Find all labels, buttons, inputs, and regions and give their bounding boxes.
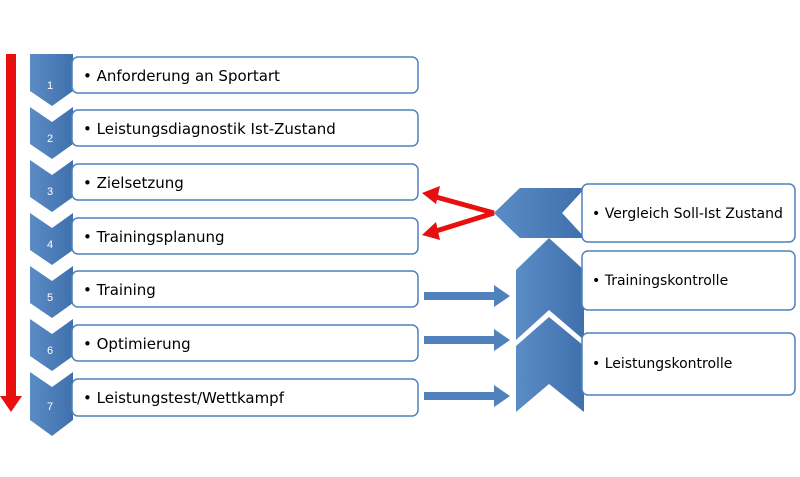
- step-number: 7: [47, 401, 53, 413]
- step-chevron: [30, 372, 73, 436]
- step-1: 1 • Anforderung an Sportart: [30, 54, 419, 106]
- blue-arrow-training: [424, 285, 510, 307]
- red-down-arrow: [0, 54, 22, 412]
- step-box: [71, 109, 419, 147]
- blue-arrow-wettkampf: [424, 385, 510, 407]
- up-chevron-bottom: [516, 317, 584, 412]
- step-6: 6 • Optimierung: [30, 319, 419, 371]
- step-number: 1: [47, 80, 53, 92]
- step-number: 2: [47, 133, 53, 145]
- step-5: 5 • Training: [30, 266, 419, 318]
- step-3: 3 • Zielsetzung: [30, 160, 419, 212]
- step-box: [71, 378, 419, 417]
- step-label: • Leistungstest/Wettkampf: [83, 389, 285, 407]
- step-chevron: [30, 213, 73, 265]
- step-chevron: [30, 160, 73, 212]
- side-box-label: • Trainingskontrolle: [592, 273, 728, 289]
- step-box: [71, 217, 419, 255]
- side-box-vergleich: • Vergleich Soll-Ist Zustand: [581, 183, 796, 243]
- step-box: [71, 270, 419, 308]
- step-number: 3: [47, 186, 53, 198]
- step-label: • Anforderung an Sportart: [83, 67, 280, 85]
- step-chevron: [30, 319, 73, 371]
- step-number: 5: [47, 292, 53, 304]
- step-list: 1 • Anforderung an Sportart 2 • Leistung…: [30, 54, 419, 436]
- step-4: 4 • Trainingsplanung: [30, 213, 419, 265]
- step-label: • Zielsetzung: [83, 174, 184, 192]
- side-box-label: • Vergleich Soll-Ist Zustand: [592, 206, 783, 222]
- step-label: • Leistungsdiagnostik Ist-Zustand: [83, 120, 336, 138]
- up-chevron-top: [516, 238, 584, 340]
- side-box-trainingskontrolle: • Trainingskontrolle: [581, 250, 796, 311]
- step-label: • Optimierung: [83, 335, 191, 353]
- step-label: • Trainingsplanung: [83, 228, 225, 246]
- step-chevron: [30, 266, 73, 318]
- upward-chevrons: [516, 238, 584, 412]
- step-2: 2 • Leistungsdiagnostik Ist-Zustand: [30, 107, 419, 159]
- step-box: [71, 163, 419, 201]
- step-number: 4: [47, 239, 53, 251]
- side-box-leistungskontrolle: • Leistungskontrolle: [581, 332, 796, 396]
- blue-arrow-optimierung: [424, 329, 510, 351]
- step-chevron: [30, 54, 73, 106]
- side-box-label: • Leistungskontrolle: [592, 356, 732, 372]
- step-box: [71, 56, 419, 94]
- red-feedback-arrows: [422, 186, 495, 240]
- step-7: 7 • Leistungstest/Wettkampf: [30, 372, 419, 436]
- step-box: [71, 324, 419, 362]
- step-number: 6: [47, 345, 53, 357]
- step-label: • Training: [83, 281, 156, 299]
- step-chevron: [30, 107, 73, 159]
